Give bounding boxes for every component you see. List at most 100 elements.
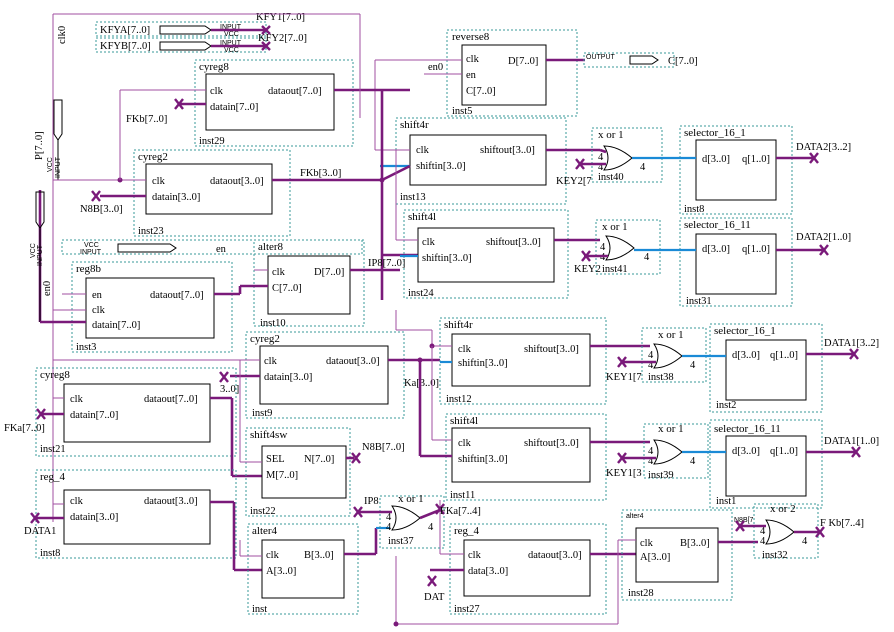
svg-text:inst27: inst27 <box>454 604 480 615</box>
svg-text:inst2: inst2 <box>716 400 736 411</box>
block-shift4l-mid: shift4l clk shiftin[3..0] shiftout[3..0]… <box>445 413 607 501</box>
svg-text:inst8: inst8 <box>684 204 704 215</box>
svg-text:x or 1: x or 1 <box>658 329 684 341</box>
svg-text:clk: clk <box>92 305 106 316</box>
svg-text:VCC: VCC <box>47 157 54 172</box>
svg-text:inst38: inst38 <box>648 372 674 383</box>
svg-text:shift4sw: shift4sw <box>250 429 287 441</box>
data1-32-label: DATA1[3..2] <box>824 338 879 349</box>
svg-text:KFYA[7..0]: KFYA[7..0] <box>100 25 150 36</box>
block-shift4sw: shift4sw SEL M[7..0] N[7..0] inst22 <box>245 427 351 517</box>
p-bus-label: P[7..0] <box>34 131 45 160</box>
svg-text:x or 2: x or 2 <box>770 503 796 515</box>
svg-text:clk: clk <box>70 394 84 405</box>
xor-gate-32: x or 2 4 4 4 inst32 <box>753 503 819 561</box>
data1-10-label: DATA1[1..0] <box>824 436 879 447</box>
block-reg4-mid: reg_4 clk data[3..0] dataout[3..0] inst2… <box>449 523 607 615</box>
key2-a-label: KEY2[7 <box>556 176 592 187</box>
block-reg8b: VCC INPUT en reg8b en clk datain[7..0] d… <box>61 239 363 353</box>
svg-text:4: 4 <box>760 526 766 537</box>
svg-text:dataout[3..0]: dataout[3..0] <box>144 496 198 507</box>
svg-text:4: 4 <box>760 536 766 547</box>
svg-text:q[1..0]: q[1..0] <box>770 350 798 361</box>
svg-text:q[1..0]: q[1..0] <box>742 154 770 165</box>
svg-text:datain[7..0]: datain[7..0] <box>70 410 118 421</box>
c-output-pin: OUTPUT C[7..0] <box>583 52 698 68</box>
dat-label: DAT <box>424 592 445 603</box>
svg-text:inst12: inst12 <box>446 394 472 405</box>
xor-gate-39: x or 1 4 4 4 inst39 <box>643 423 709 481</box>
svg-text:shiftin[3..0]: shiftin[3..0] <box>458 454 508 465</box>
svg-text:d[3..0]: d[3..0] <box>732 446 760 457</box>
svg-text:A[3..0]: A[3..0] <box>266 566 296 577</box>
ip8-net-label: IP8[7..0] <box>368 258 405 269</box>
block-alter4-left: alter4 clk A[3..0] B[3..0] inst <box>247 523 359 615</box>
svg-text:C[7..0]: C[7..0] <box>272 283 302 294</box>
svg-text:inst1: inst1 <box>716 496 736 507</box>
svg-text:en: en <box>92 290 103 301</box>
key2-b-label: KEY2 <box>574 264 601 275</box>
n8b-small-label: N8B[7 <box>734 517 754 524</box>
data1-label: DATA1 <box>24 526 56 537</box>
svg-text:selector_16_1: selector_16_1 <box>714 325 776 337</box>
svg-text:C[7..0]: C[7..0] <box>668 56 698 67</box>
svg-text:dataout[3..0]: dataout[3..0] <box>326 356 380 367</box>
key1-b-label: KEY1[3 <box>606 468 642 479</box>
svg-text:4: 4 <box>428 522 434 533</box>
svg-text:shiftout[3..0]: shiftout[3..0] <box>524 344 579 355</box>
kfya-pin: KFYA[7..0] INPUT VCC <box>95 21 267 38</box>
svg-text:D[7..0]: D[7..0] <box>314 267 344 278</box>
svg-text:VCC: VCC <box>30 243 37 258</box>
data2-10-label: DATA2[1..0] <box>796 232 851 243</box>
svg-text:shift4r: shift4r <box>400 119 429 131</box>
svg-text:q[1..0]: q[1..0] <box>770 446 798 457</box>
block-shift4l-top: shift4l clk shiftin[3..0] shiftout[3..0]… <box>403 209 569 299</box>
block-selector-a: selector_16_1 d[3..0] q[1..0] inst8 <box>679 125 793 215</box>
svg-text:reg_4: reg_4 <box>454 525 480 537</box>
key1-a-label: KEY1[7 <box>606 372 642 383</box>
svg-text:inst28: inst28 <box>628 588 654 599</box>
svg-text:4: 4 <box>802 536 808 547</box>
svg-text:clk: clk <box>266 550 280 561</box>
svg-text:datain[3..0]: datain[3..0] <box>152 192 200 203</box>
svg-text:inst23: inst23 <box>138 226 164 237</box>
kfy1-label: KFY1[7..0] <box>256 12 305 23</box>
svg-text:inst21: inst21 <box>40 444 66 455</box>
svg-text:clk: clk <box>466 54 480 65</box>
svg-text:d[3..0]: d[3..0] <box>732 350 760 361</box>
svg-text:shift4r: shift4r <box>444 319 473 331</box>
block-shift4r-mid: shift4r clk shiftin[3..0] shiftout[3..0]… <box>439 317 607 405</box>
svg-text:inst5: inst5 <box>452 106 472 117</box>
svg-text:dataout[7..0]: dataout[7..0] <box>150 290 204 301</box>
svg-text:OUTPUT: OUTPUT <box>586 54 616 61</box>
svg-text:4: 4 <box>648 350 654 361</box>
svg-text:selector_16_11: selector_16_11 <box>714 423 781 435</box>
svg-text:inst31: inst31 <box>686 296 712 307</box>
clk0-label: clk0 <box>57 26 68 44</box>
svg-text:KFYB[7..0]: KFYB[7..0] <box>100 41 151 52</box>
svg-text:en: en <box>466 70 477 81</box>
block-cyreg2-mid: cyreg2 clk datain[3..0] dataout[3..0] in… <box>245 331 405 419</box>
svg-text:INPUT: INPUT <box>220 24 242 31</box>
ka-net-label: Ka[3..0] <box>404 378 439 389</box>
svg-text:clk: clk <box>152 176 166 187</box>
block-selector-d: selector_16_11 d[3..0] q[1..0] inst1 <box>709 419 823 509</box>
svg-text:alter4: alter4 <box>252 525 278 537</box>
svg-text:x or 1: x or 1 <box>598 129 624 141</box>
svg-text:selector_16_1: selector_16_1 <box>684 127 746 139</box>
svg-text:clk: clk <box>458 344 472 355</box>
svg-text:inst13: inst13 <box>400 192 426 203</box>
svg-text:reverse8: reverse8 <box>452 31 490 43</box>
svg-text:dataout[3..0]: dataout[3..0] <box>528 550 582 561</box>
svg-text:x or 1: x or 1 <box>658 423 684 435</box>
svg-text:A[3..0]: A[3..0] <box>640 552 670 563</box>
block-alter4-right: alter4 clk A[3..0] B[3..0] inst28 <box>621 509 733 601</box>
svg-text:alter4: alter4 <box>626 513 644 520</box>
svg-text:VCC: VCC <box>224 31 239 38</box>
svg-text:datain[3..0]: datain[3..0] <box>264 372 312 383</box>
svg-text:inst24: inst24 <box>408 288 434 299</box>
svg-text:D[7..0]: D[7..0] <box>508 56 538 67</box>
svg-text:4: 4 <box>690 360 696 371</box>
svg-text:shiftin[3..0]: shiftin[3..0] <box>458 358 508 369</box>
svg-text:inst3: inst3 <box>76 342 96 353</box>
